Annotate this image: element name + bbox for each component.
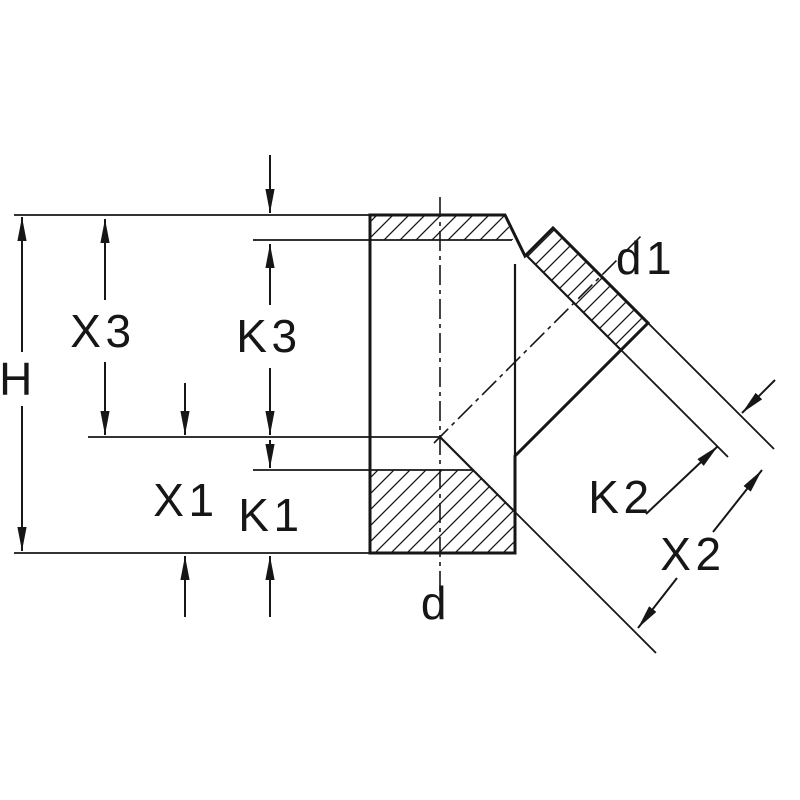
label-k1: K1 — [238, 489, 303, 541]
label-h: H — [0, 353, 37, 405]
hatch-top-socket — [370, 215, 513, 240]
label-k3: K3 — [236, 310, 301, 362]
label-x1: X1 — [153, 474, 218, 526]
label-d1: d1 — [616, 232, 676, 284]
label-k2: K2 — [588, 471, 653, 523]
dim-x2-lower-arrow — [637, 577, 678, 629]
label-x2: X2 — [660, 528, 725, 580]
label-d: d — [421, 577, 451, 629]
hatch-bottom-socket — [370, 470, 515, 553]
centerline-branch — [433, 234, 643, 444]
label-x3: X3 — [70, 305, 135, 357]
branch-stop-extension-line — [620, 349, 729, 458]
dim-outer-outside-arrow — [741, 379, 776, 414]
center-extension-line — [514, 511, 657, 654]
mouth-face-extension-line — [647, 322, 775, 450]
dim-k2-arrow — [645, 445, 719, 515]
dim-x2-upper-arrow — [712, 469, 763, 533]
bore-intersection-line — [439, 436, 516, 513]
